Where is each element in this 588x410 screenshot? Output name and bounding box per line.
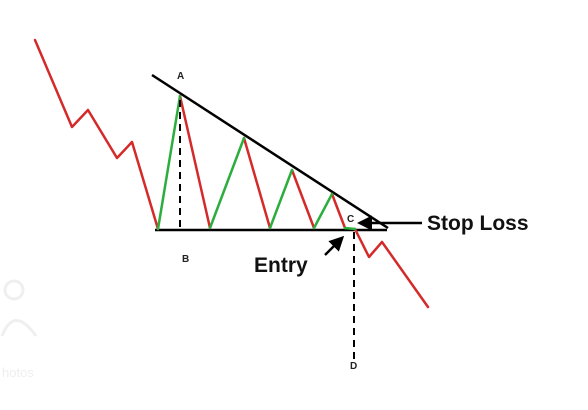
- down-leg: [178, 94, 212, 230]
- point-label-d: D: [350, 361, 357, 372]
- up-leg: [312, 192, 334, 230]
- point-label-a: A: [177, 71, 184, 82]
- down-legs: [33, 38, 430, 309]
- down-leg: [330, 192, 347, 230]
- point-label-c: C: [347, 214, 354, 225]
- entry-arrow: [324, 235, 345, 256]
- down-leg: [290, 168, 316, 230]
- up-leg: [156, 94, 182, 231]
- up-leg: [343, 226, 357, 231]
- up-leg: [268, 168, 294, 230]
- watermark-text: hotos: [2, 365, 34, 380]
- breakdown-leg: [353, 227, 430, 309]
- up-legs: [156, 94, 357, 231]
- watermark: hotos: [0, 279, 38, 380]
- stop-loss-label: Stop Loss: [427, 212, 529, 235]
- resistance-trendline: [151, 73, 389, 230]
- point-label-b: B: [182, 254, 189, 265]
- prior-downtrend-leg: [33, 38, 160, 231]
- entry-label: Entry: [254, 254, 308, 277]
- down-leg: [242, 136, 272, 230]
- up-leg: [208, 136, 246, 230]
